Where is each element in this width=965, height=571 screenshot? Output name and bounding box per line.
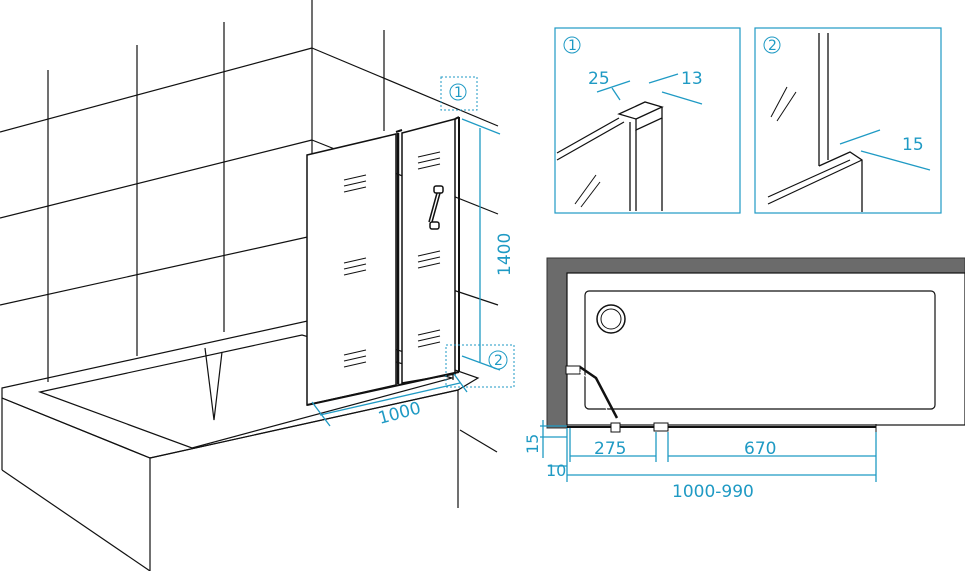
height-label: 1400: [495, 233, 515, 276]
detail-1-marker: 1: [568, 38, 577, 54]
plan-view: 15 10 275 670 1000-990: [523, 257, 965, 502]
detail-2-dim-a: 15: [902, 135, 924, 155]
detail-1-view: 1 25 13: [554, 27, 741, 214]
callout-2-label: 2: [494, 353, 503, 369]
plan-dimensions: 15 10 275 670 1000-990: [523, 420, 877, 502]
detail-1-dim-b: 13: [681, 69, 703, 89]
detail-2-view: 2 15: [754, 27, 942, 214]
callout-2: 2: [445, 344, 515, 388]
towel-bar-icon: [428, 185, 444, 230]
shower-screen: [306, 116, 460, 406]
plan-dim-margin: 15: [523, 434, 542, 454]
detail-2-marker: 2: [768, 38, 777, 54]
height-dimension: 1400: [461, 118, 515, 371]
plan-dim-right: 670: [744, 439, 776, 459]
plan-dim-offset: 10: [546, 461, 566, 480]
width-label: 1000: [376, 398, 423, 429]
glass-reflection-marks: [343, 151, 441, 368]
plan-dim-total: 1000-990: [672, 482, 754, 502]
detail-1-dim-a: 25: [588, 69, 610, 89]
callout-1-label: 1: [454, 85, 463, 101]
callout-1: 1: [440, 76, 478, 111]
main-isometric-view: 1400 1000 1 2: [0, 0, 515, 571]
plan-dim-left: 275: [594, 439, 626, 459]
